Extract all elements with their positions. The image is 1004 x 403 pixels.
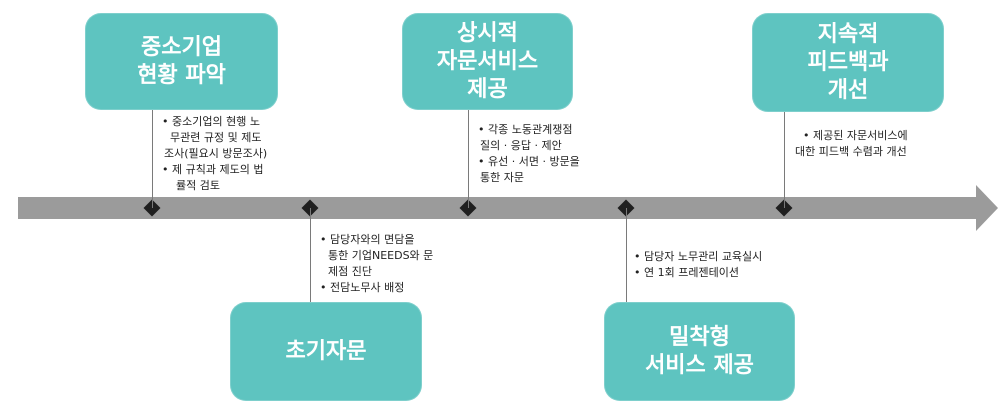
stage-3-title-line-2: 자문서비스 xyxy=(436,48,539,74)
stage-box-1: 중소기업 현황 파악 xyxy=(85,13,278,110)
stage-box-2: 초기자문 xyxy=(230,302,422,401)
marker-3 xyxy=(459,199,477,217)
stage-1-notes: • 중소기업의 현행 노 무관련 규정 및 제도 조사(필요시 방문조사) • … xyxy=(162,114,267,194)
marker-5 xyxy=(775,199,793,217)
stage-3-title-line-1: 상시적 xyxy=(457,20,518,46)
stage-2-title-line-1: 초기자문 xyxy=(285,338,367,364)
stage-5-note-1: • 제공된 자문서비스에 xyxy=(803,129,908,142)
stage-4-title-line-1: 밀착형 xyxy=(669,324,730,350)
connector-4 xyxy=(626,208,627,302)
stage-2-note-2: 통한 기업NEEDS와 문 xyxy=(328,249,434,262)
connector-1 xyxy=(152,110,153,208)
stage-4-title-line-2: 서비스 제공 xyxy=(645,352,754,378)
stage-1-title-line-1: 중소기업 xyxy=(141,34,222,60)
stage-box-3: 상시적 자문서비스 제공 xyxy=(402,13,573,110)
stage-1-title-line-2: 현황 파악 xyxy=(137,62,226,88)
marker-1 xyxy=(143,199,161,217)
stage-2-notes: • 담당자와의 면담을 통한 기업NEEDS와 문 제점 진단 • 전담노무사 … xyxy=(320,232,433,296)
timeline-arrow xyxy=(18,185,998,231)
stage-box-5: 지속적 피드백과 개선 xyxy=(752,13,944,112)
stage-1-note-4: • 제 규칙과 제도의 법 xyxy=(162,163,264,176)
stage-1-note-3: 조사(필요시 방문조사) xyxy=(164,147,268,160)
stage-1-note-1: • 중소기업의 현행 노 xyxy=(162,115,260,128)
stage-3-title-line-3: 제공 xyxy=(467,76,508,102)
stage-4-note-1: • 담당자 노무관리 교육실시 xyxy=(634,250,763,263)
stage-3-note-3: • 유선 · 서면 · 방문을 xyxy=(478,155,580,168)
stage-4-notes: • 담당자 노무관리 교육실시 • 연 1회 프레젠테이션 xyxy=(634,249,762,281)
stage-5-title-line-1: 지속적 xyxy=(817,21,879,47)
stage-box-4: 밀착형 서비스 제공 xyxy=(604,302,795,401)
connector-5 xyxy=(784,110,785,208)
stage-1-note-2: 무관련 규정 및 제도 xyxy=(170,131,262,144)
stage-3-notes: • 각종 노동관계쟁점 질의 · 응답 · 제안 • 유선 · 서면 · 방문을… xyxy=(478,122,580,186)
stage-3-note-1: • 각종 노동관계쟁점 xyxy=(478,123,573,136)
stage-5-title-line-2: 피드백과 xyxy=(807,49,889,75)
connector-3 xyxy=(468,110,469,208)
connector-2 xyxy=(310,208,311,302)
stage-5-note-2: 대한 피드백 수렴과 개선 xyxy=(795,145,907,158)
stage-5-notes: • 제공된 자문서비스에 대한 피드백 수렴과 개선 xyxy=(795,128,908,160)
stage-3-note-4: 통한 자문 xyxy=(480,171,524,184)
stage-4-note-2: • 연 1회 프레젠테이션 xyxy=(634,266,739,279)
stage-2-note-3: 제점 진단 xyxy=(328,265,372,278)
stage-2-note-1: • 담당자와의 면담을 xyxy=(320,233,415,246)
stage-3-note-2: 질의 · 응답 · 제안 xyxy=(480,139,562,152)
stage-5-title-line-3: 개선 xyxy=(827,77,869,103)
stage-2-note-4: • 전담노무사 배정 xyxy=(320,281,405,294)
stage-1-note-5: 률적 검토 xyxy=(176,179,220,192)
